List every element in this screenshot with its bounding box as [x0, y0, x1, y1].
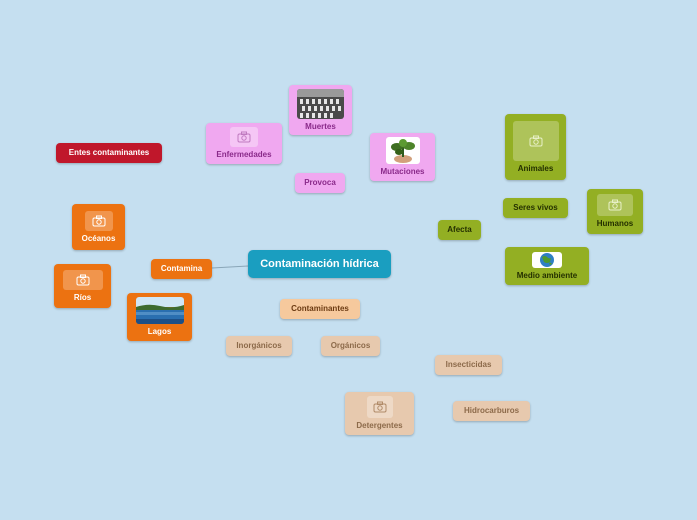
node-humanos-label: Humanos — [596, 219, 634, 228]
camera-icon — [597, 194, 633, 216]
camera-icon — [366, 396, 393, 418]
central-topic-label: Contaminación hídrica — [260, 258, 379, 270]
node-contamina[interactable]: Contamina — [151, 259, 212, 279]
node-muertes[interactable]: Muertes — [289, 85, 352, 135]
node-entes-label: Entes contaminantes — [68, 148, 150, 157]
node-medio-ambiente-label: Medio ambiente — [516, 270, 578, 280]
cemetery-photo — [297, 88, 344, 119]
node-organicos[interactable]: Orgánicos — [321, 336, 380, 356]
node-contamina-label: Contamina — [160, 264, 203, 273]
node-medio-ambiente[interactable]: Medio ambiente — [505, 247, 589, 285]
node-hidrocarburos[interactable]: Hidrocarburos — [453, 401, 530, 421]
node-inorganicos[interactable]: Inorgánicos — [226, 336, 292, 356]
node-seres-vivos-label: Seres vivos — [513, 203, 558, 212]
node-afecta-label: Afecta — [447, 225, 472, 234]
node-lagos-label: Lagos — [147, 327, 172, 336]
node-oceanos-label: Océanos — [81, 233, 116, 243]
node-humanos[interactable]: Humanos — [587, 189, 643, 234]
node-oceanos[interactable]: Océanos — [72, 204, 125, 250]
node-contaminantes-label: Contaminantes — [291, 304, 349, 313]
node-lagos[interactable]: Lagos — [127, 293, 192, 341]
node-enfermedades[interactable]: Enfermedades — [206, 123, 282, 164]
camera-icon — [84, 210, 113, 231]
node-seres-vivos[interactable]: Seres vivos — [503, 198, 568, 218]
camera-icon — [512, 120, 559, 161]
globe-photo — [532, 251, 562, 268]
node-rios[interactable]: Ríos — [54, 264, 111, 308]
lake-photo — [135, 297, 184, 324]
node-animales[interactable]: Animales — [505, 114, 566, 180]
node-hidrocarburos-label: Hidrocarburos — [463, 406, 520, 415]
node-afecta[interactable]: Afecta — [438, 220, 481, 240]
node-rios-label: Ríos — [73, 292, 92, 302]
node-provoca[interactable]: Provoca — [295, 173, 345, 193]
node-insecticidas-label: Insecticidas — [445, 360, 492, 369]
node-organicos-label: Orgánicos — [330, 341, 371, 350]
central-topic[interactable]: Contaminación hídrica — [248, 250, 391, 278]
node-contaminantes[interactable]: Contaminantes — [280, 299, 360, 319]
node-insecticidas[interactable]: Insecticidas — [435, 355, 502, 375]
connector-contamina — [211, 265, 249, 269]
node-provoca-label: Provoca — [304, 178, 336, 187]
node-muertes-label: Muertes — [305, 121, 336, 131]
camera-icon — [230, 127, 258, 147]
node-detergentes[interactable]: Detergentes — [345, 392, 414, 435]
node-detergentes-label: Detergentes — [356, 421, 403, 430]
node-entes-contaminantes[interactable]: Entes contaminantes — [56, 143, 162, 163]
node-mutaciones[interactable]: Mutaciones — [370, 133, 435, 181]
node-mutaciones-label: Mutaciones — [380, 167, 425, 176]
mutated-plant-photo — [385, 137, 420, 164]
node-inorganicos-label: Inorgánicos — [236, 341, 282, 350]
node-enfermedades-label: Enfermedades — [216, 150, 272, 159]
camera-icon — [62, 269, 103, 290]
node-animales-label: Animales — [517, 163, 554, 173]
